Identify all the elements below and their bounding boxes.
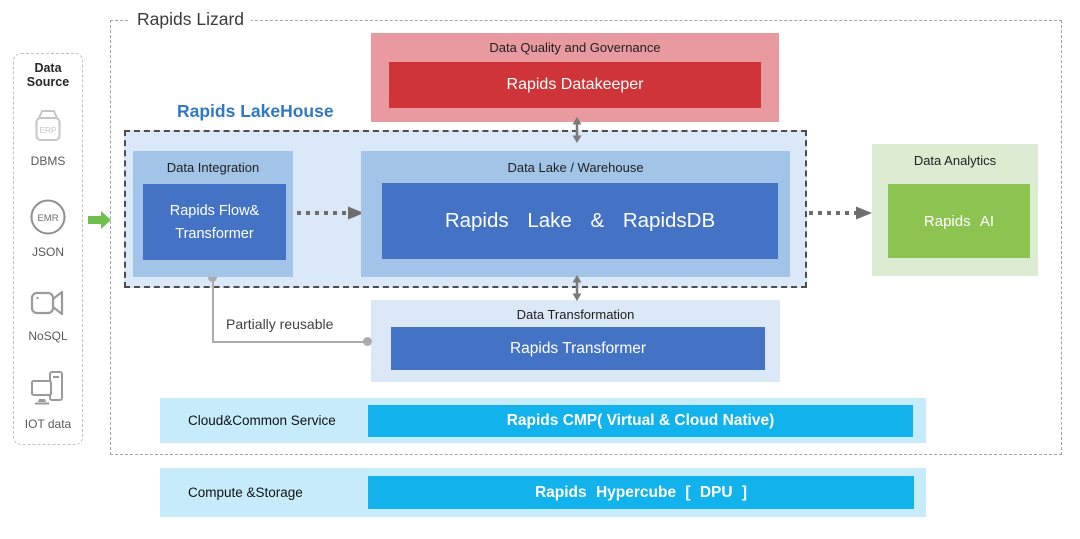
diagram-title: Rapids Lizard — [130, 9, 251, 30]
connector-dot-end — [363, 337, 372, 346]
data-integration-container: Data Integration Rapids Flow& Transforme… — [133, 151, 293, 277]
data-source-label: JSON — [31, 245, 64, 259]
data-lake-warehouse-container: Data Lake / Warehouse Rapids Lake & Rapi… — [361, 151, 790, 277]
iot-computer-icon — [31, 371, 63, 405]
data-lake-warehouse-label: Data Lake / Warehouse — [507, 160, 644, 175]
data-source-item-json: EMR JSON — [14, 197, 82, 259]
svg-text:EMR: EMR — [37, 213, 58, 224]
data-transformation-container: Data Transformation Rapids Transformer — [371, 300, 780, 382]
data-source-label: IOT data — [24, 417, 72, 431]
rapids-flow-transformer-box: Rapids Flow& Transformer — [143, 184, 286, 260]
data-source-panel: Data Source ERP DBMS EMR JSON NoSQL — [13, 53, 83, 445]
rapids-ai-box: Rapids AI — [888, 184, 1030, 258]
data-quality-governance-container: Data Quality and Governance Rapids Datak… — [371, 33, 779, 122]
data-flow-green-arrow-icon — [88, 211, 111, 229]
double-arrow-vertical-top-icon — [572, 117, 582, 143]
data-source-title: Data Source — [26, 61, 70, 89]
box-text-line2: Transformer — [175, 225, 254, 242]
box-text-line1: Rapids Flow& — [169, 202, 260, 219]
data-source-label: DBMS — [30, 154, 66, 168]
data-source-item-nosql: NoSQL — [14, 287, 82, 343]
compute-storage-bar: Compute &Storage Rapids Hypercube [ DPU … — [160, 468, 926, 517]
emr-circle-icon: EMR — [30, 199, 66, 235]
data-source-item-iot: IOT data — [14, 369, 82, 431]
connector-dot-start — [208, 273, 217, 282]
data-source-label: NoSQL — [28, 329, 68, 343]
erp-package-icon: ERP — [35, 110, 61, 141]
data-analytics-label: Data Analytics — [913, 153, 997, 168]
rapids-datakeeper-box: Rapids Datakeeper — [389, 62, 761, 108]
data-analytics-container: Data Analytics Rapids AI — [872, 144, 1038, 276]
connector-line-horizontal — [212, 341, 368, 343]
data-integration-label: Data Integration — [166, 160, 260, 175]
double-arrow-vertical-bottom-icon — [572, 275, 582, 301]
compute-storage-label: Compute &Storage — [188, 485, 303, 500]
rapids-transformer-box: Rapids Transformer — [391, 327, 765, 370]
governance-label: Data Quality and Governance — [489, 40, 661, 55]
rapids-hypercube-box: Rapids Hypercube [ DPU ] — [368, 476, 914, 509]
partially-reusable-note: Partially reusable — [223, 316, 337, 332]
rapids-cmp-box: Rapids CMP( Virtual & Cloud Native) — [368, 405, 913, 437]
rapids-lake-rapidsdb-box: Rapids Lake & RapidsDB — [382, 183, 778, 259]
svg-text:ERP: ERP — [39, 125, 57, 135]
dotted-arrow-analytics-icon — [809, 206, 872, 220]
cloud-common-service-bar: Cloud&Common Service Rapids CMP( Virtual… — [160, 398, 926, 443]
lakehouse-title: Rapids LakeHouse — [177, 101, 334, 121]
video-camera-icon — [30, 290, 64, 316]
dotted-arrow-right-icon — [297, 206, 364, 220]
data-transformation-label: Data Transformation — [516, 307, 635, 322]
cloud-common-service-label: Cloud&Common Service — [188, 413, 336, 428]
data-source-item-dbms: ERP DBMS — [14, 106, 82, 168]
connector-line-vertical — [212, 277, 214, 343]
rapids-lizard-container — [110, 20, 1062, 455]
